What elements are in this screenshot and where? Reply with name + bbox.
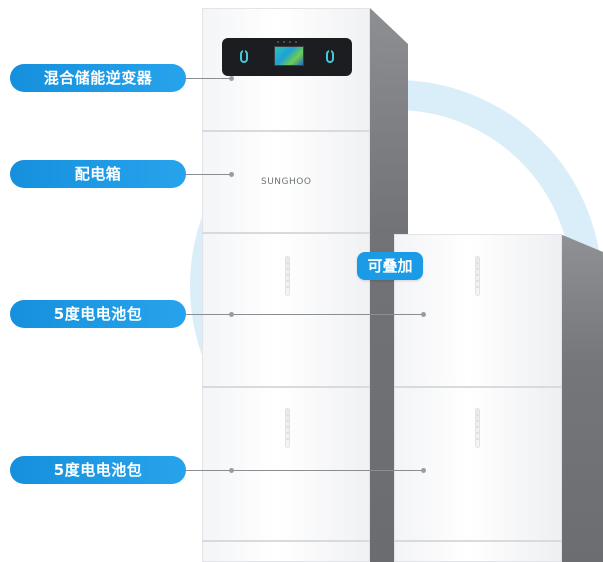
power-indicator-left-icon xyxy=(240,49,248,63)
callout-dot-battery-lower-left xyxy=(229,468,234,473)
stackable-badge: 可叠加 xyxy=(357,252,423,280)
callout-dot-inverter xyxy=(229,76,234,81)
lcd-screen xyxy=(274,46,304,66)
battery-level-indicator xyxy=(285,408,290,448)
brand-logo: SUNGHOO xyxy=(261,177,312,187)
callout-line-battery-lower xyxy=(186,470,424,471)
status-leds xyxy=(277,41,301,43)
battery-level-indicator xyxy=(285,256,290,296)
power-indicator-right-icon xyxy=(326,49,334,63)
module-divider xyxy=(202,540,370,542)
callout-line-battery-upper xyxy=(186,314,424,315)
callout-line-inverter xyxy=(186,78,231,79)
callout-line-distribution-box xyxy=(186,174,231,175)
module-divider xyxy=(394,386,562,388)
module-divider xyxy=(202,386,370,388)
module-divider xyxy=(394,540,562,542)
battery-level-indicator xyxy=(475,256,480,296)
module-divider xyxy=(202,232,370,234)
right-stack-side-panel xyxy=(560,234,603,562)
callout-dot-battery-upper-left xyxy=(229,312,234,317)
callout-dot-battery-lower-right xyxy=(421,468,426,473)
battery-level-indicator xyxy=(475,408,480,448)
callout-dot-distribution-box xyxy=(229,172,234,177)
label-battery-pack-upper: 5度电电池包 xyxy=(10,300,186,328)
callout-dot-battery-upper-right xyxy=(421,312,426,317)
label-battery-pack-lower: 5度电电池包 xyxy=(10,456,186,484)
label-inverter: 混合储能逆变器 xyxy=(10,64,186,92)
label-distribution-box: 配电箱 xyxy=(10,160,186,188)
module-divider xyxy=(202,130,370,132)
